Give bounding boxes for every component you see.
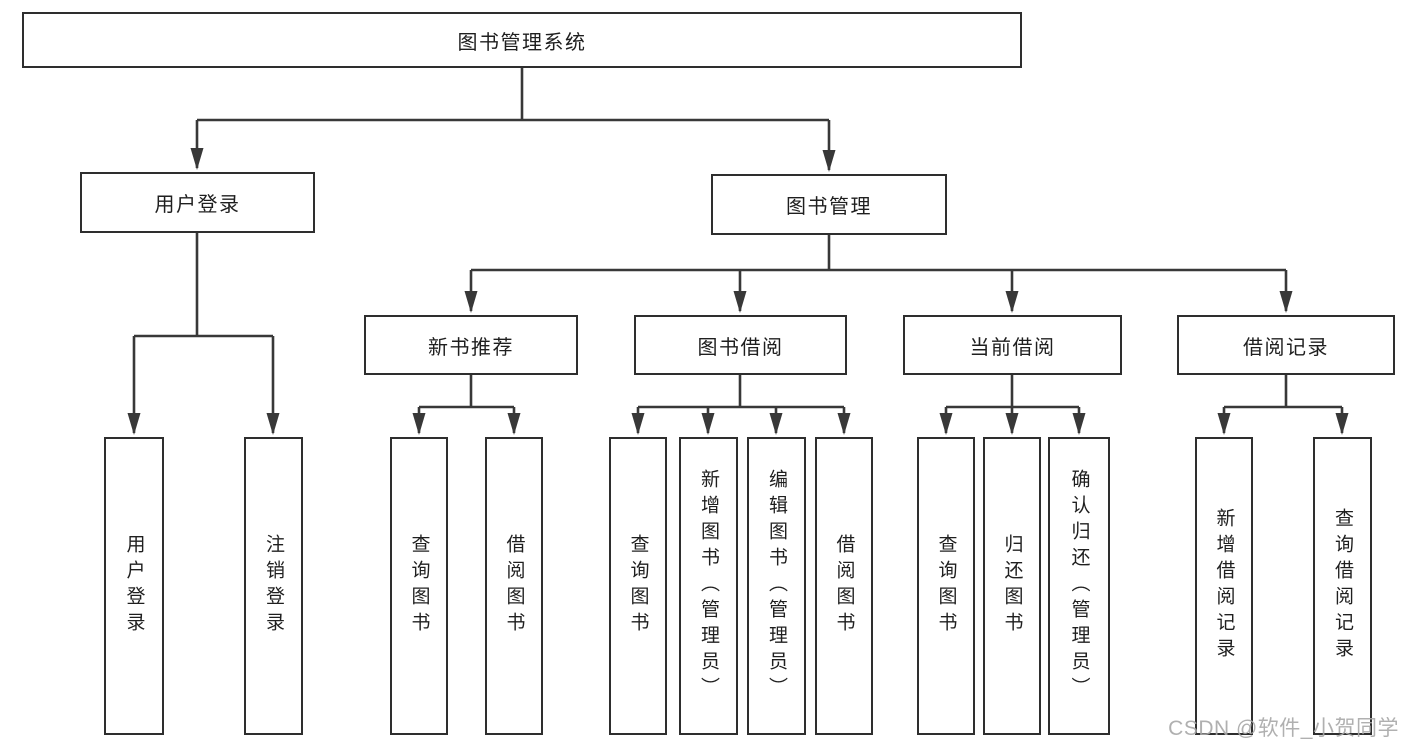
leaf-newbook-query-books-label: 查询图书: [408, 534, 430, 638]
leaf-record-add-label: 新增借阅记录: [1213, 508, 1235, 664]
node-book-borrow-label: 图书借阅: [697, 336, 784, 359]
node-current-borrow: 当前借阅: [903, 315, 1122, 375]
leaf-borrow-edit-books-admin: 编辑图书（管理员）: [747, 437, 806, 735]
leaf-record-add: 新增借阅记录: [1195, 437, 1253, 735]
leaf-borrow-add-books-admin-label: 新增图书（管理员）: [698, 469, 719, 703]
leaf-current-confirm-return-admin: 确认归还（管理员）: [1048, 437, 1110, 735]
leaf-current-query-books-label: 查询图书: [935, 534, 957, 638]
leaf-borrow-query-books-label: 查询图书: [627, 534, 649, 638]
leaf-borrow-query-books: 查询图书: [609, 437, 667, 735]
leaf-logout: 注销登录: [244, 437, 303, 735]
csdn-watermark: CSDN @软件_小贺同学: [1168, 717, 1399, 740]
node-user-login: 用户登录: [80, 172, 315, 233]
node-borrow-records-label: 借阅记录: [1243, 336, 1329, 359]
node-root-label: 图书管理系统: [457, 31, 587, 54]
node-new-book-recommend-label: 新书推荐: [428, 336, 514, 359]
leaf-newbook-query-books: 查询图书: [390, 437, 448, 735]
leaf-user-login-label: 用户登录: [123, 534, 145, 638]
node-book-borrow: 图书借阅: [634, 315, 847, 375]
node-user-login-label: 用户登录: [154, 194, 241, 216]
leaf-borrow-add-books-admin: 新增图书（管理员）: [679, 437, 738, 735]
node-current-borrow-label: 当前借阅: [969, 336, 1056, 359]
leaf-current-return-books-label: 归还图书: [1001, 534, 1023, 638]
leaf-current-query-books: 查询图书: [917, 437, 975, 735]
leaf-record-query-label: 查询借阅记录: [1332, 508, 1353, 664]
leaf-newbook-borrow-books: 借阅图书: [485, 437, 543, 735]
node-book-management: 图书管理: [711, 174, 947, 235]
leaf-borrow-borrow-books-label: 借阅图书: [833, 534, 855, 638]
leaf-logout-label: 注销登录: [263, 534, 284, 638]
leaf-user-login: 用户登录: [104, 437, 164, 735]
leaf-newbook-borrow-books-label: 借阅图书: [503, 534, 525, 638]
leaf-current-return-books: 归还图书: [983, 437, 1041, 735]
node-book-management-label: 图书管理: [786, 196, 872, 218]
leaf-borrow-borrow-books: 借阅图书: [815, 437, 873, 735]
leaf-borrow-edit-books-admin-label: 编辑图书（管理员）: [766, 469, 787, 703]
leaf-record-query: 查询借阅记录: [1313, 437, 1372, 735]
node-borrow-records: 借阅记录: [1177, 315, 1395, 375]
node-new-book-recommend: 新书推荐: [364, 315, 578, 375]
node-root-library-system: 图书管理系统: [22, 12, 1022, 68]
leaf-current-confirm-return-admin-label: 确认归还（管理员）: [1068, 469, 1090, 703]
